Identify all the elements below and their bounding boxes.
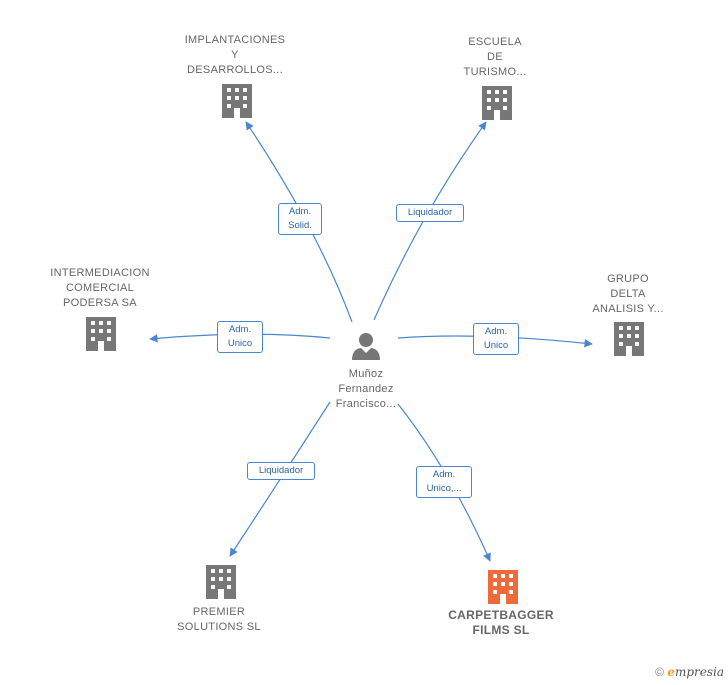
building-icon-implantaciones — [222, 84, 252, 118]
company-label-grupo[interactable]: GRUPO DELTA ANALISIS Y... — [592, 273, 664, 315]
company-label-escuela[interactable]: ESCUELA DE TURISMO... — [463, 36, 527, 78]
center-person-name[interactable]: Muñoz Fernandez Francisco... — [335, 368, 397, 410]
company-label-implantaciones[interactable]: IMPLANTACIONES Y DESARROLLOS... — [184, 34, 286, 76]
copyright-icon: © — [655, 665, 664, 679]
company-label-carpetbagger[interactable]: CARPETBAGGER FILMS SL — [448, 608, 554, 637]
relation-label-escuela: Liquidador — [396, 204, 464, 222]
building-icon-escuela — [482, 86, 512, 120]
building-icon-intermediacion — [86, 317, 116, 351]
relation-label-premier: Liquidador — [247, 462, 315, 480]
relation-label-implantaciones: Adm. Solid. — [278, 203, 322, 235]
brand-logo: empresia — [667, 665, 724, 679]
relation-label-intermediacion: Adm. Unico — [217, 321, 263, 353]
person-icon — [352, 333, 380, 360]
relation-label-grupo: Adm. Unico — [473, 323, 519, 355]
company-label-intermediacion[interactable]: INTERMEDIACION COMERCIAL PODERSA SA — [50, 267, 150, 309]
relation-label-carpetbagger: Adm. Unico,... — [416, 466, 472, 498]
building-icon-grupo — [614, 322, 644, 356]
brand-footer: © empresia — [655, 665, 724, 679]
company-label-premier[interactable]: PREMIER SOLUTIONS SL — [177, 606, 261, 633]
building-icon-carpetbagger — [488, 570, 518, 604]
building-icon-premier — [206, 565, 236, 599]
